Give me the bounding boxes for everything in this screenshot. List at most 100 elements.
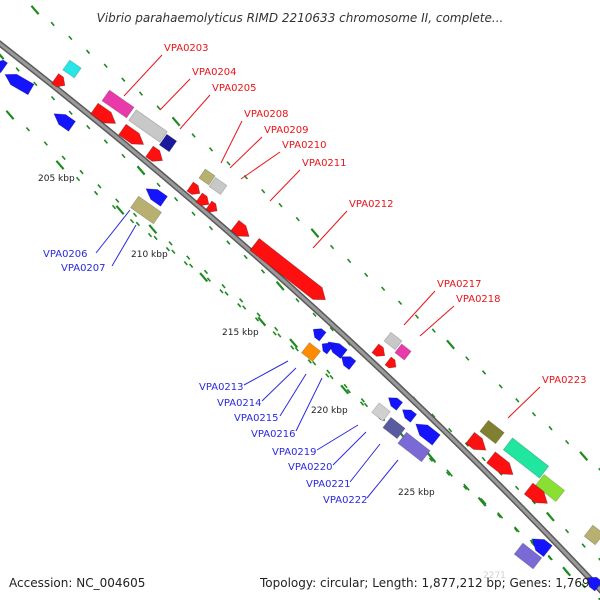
tick-mark [307,359,312,364]
tick-mark [186,255,191,260]
tick-mark [465,356,470,361]
tick-mark [329,244,335,250]
gene-label-vpa0214[interactable]: VPA0214 [217,398,262,409]
tick-mark [208,225,214,231]
gene-feature [486,451,514,476]
gene-label-vpa0221[interactable]: VPA0221 [306,479,351,490]
tick-mark [260,269,266,274]
tick-mark [359,401,365,406]
gene-label-vpa0217[interactable]: VPA0217 [437,279,482,290]
tick-mark [514,485,520,491]
gene-feature [205,200,218,213]
leader-line [95,209,131,254]
gene-label-vpa0219[interactable]: VPA0219 [272,447,317,458]
gene-feature [371,402,391,422]
tick-mark [325,373,330,378]
tick-mark [256,312,261,317]
gene-feature [586,576,600,592]
tick-mark [448,472,453,477]
gene-label-vpa0211[interactable]: VPA0211 [302,158,347,169]
gene-label-vpa0220[interactable]: VPA0220 [288,462,333,473]
gene-feature [198,168,216,186]
gene-feature [51,73,66,88]
tick-mark [465,486,470,491]
tick-label-205: 205 kbp [38,174,75,184]
gene-label-vpa0222[interactable]: VPA0222 [323,495,368,506]
tick-mark [326,369,331,375]
gene-feature [4,73,35,96]
gene-label-vpa0218[interactable]: VPA0218 [456,294,501,305]
gene-label-vpa0209[interactable]: VPA0209 [264,125,309,136]
tick-mark [274,326,279,332]
tick-mark [278,202,283,208]
chromosome-backbone [0,40,600,594]
gene-label-vpa0203[interactable]: VPA0203 [164,43,209,54]
leader-line [220,120,243,164]
tick-mark [446,469,451,474]
gene-feature [62,59,82,79]
tick-mark [363,402,369,408]
tick-mark [481,456,486,462]
tick-mark [153,235,158,241]
gene-label-vpa0204[interactable]: VPA0204 [192,67,237,78]
tick-mark [173,197,179,202]
gene-feature [371,343,386,357]
gene-feature [158,133,178,153]
tick-mark [55,160,65,170]
tick-mark [86,124,91,130]
gene-feature [312,328,327,342]
tick-label-215: 215 kbp [222,328,259,338]
gene-feature [186,181,201,195]
tick-mark [219,289,224,294]
gene-label-vpa0223[interactable]: VPA0223 [542,375,587,386]
tick-mark [33,81,38,87]
leader-line [179,94,211,130]
tick-mark [138,91,144,96]
tick-mark [477,496,487,507]
gene-label-vpa0208[interactable]: VPA0208 [244,109,289,120]
map-title: Vibrio parahaemolyticus RIMD 2210633 chr… [97,11,504,25]
leader-line [312,210,348,249]
gene-label-vpa0210[interactable]: VPA0210 [282,140,327,151]
gene-label-vpa0212[interactable]: VPA0212 [349,199,394,210]
tick-mark [498,514,504,519]
gene-feature [118,123,145,145]
gene-label-vpa0205[interactable]: VPA0205 [212,83,257,94]
leader-line [261,367,297,402]
tick-label-220: 220 kbp [311,406,348,416]
tick-label-210: 210 kbp [131,250,168,260]
tick-mark [531,500,536,505]
tick-mark [15,67,20,72]
tick-mark [243,254,248,260]
tick-mark [191,133,196,138]
tick-mark [289,338,299,349]
gene-callouts: VPA0203VPA0204VPA0205VPA0208VPA0209VPA02… [43,43,587,506]
tick-mark [191,211,196,216]
tick-mark [496,513,502,519]
gene-label-vpa0216[interactable]: VPA0216 [251,429,296,440]
gene-label-vpa0215[interactable]: VPA0215 [234,413,279,424]
tick-mark [50,96,56,101]
tick-mark [431,458,437,463]
gene-feature [382,416,406,440]
tick-mark [79,169,84,175]
topology-summary: Topology: circular; Length: 1,877,212 bp… [259,576,590,590]
tick-mark [548,555,553,561]
gene-feature [53,113,77,132]
tick-mark [598,557,600,561]
tick-mark [183,260,188,266]
gene-label-vpa0213[interactable]: VPA0213 [199,382,244,393]
gene-feature [479,419,505,445]
gene-label-vpa0207[interactable]: VPA0207 [61,263,106,274]
tick-mark [115,198,120,203]
tick-mark [565,439,570,445]
tick-mark [156,105,161,110]
leader-line [295,377,323,432]
gene-label-vpa0206[interactable]: VPA0206 [43,249,88,260]
tick-mark [364,272,369,278]
tick-mark [498,384,503,389]
gene-feature [502,437,550,479]
tick-mark [93,190,99,196]
tick-mark [5,110,15,120]
tick-mark [208,147,214,152]
